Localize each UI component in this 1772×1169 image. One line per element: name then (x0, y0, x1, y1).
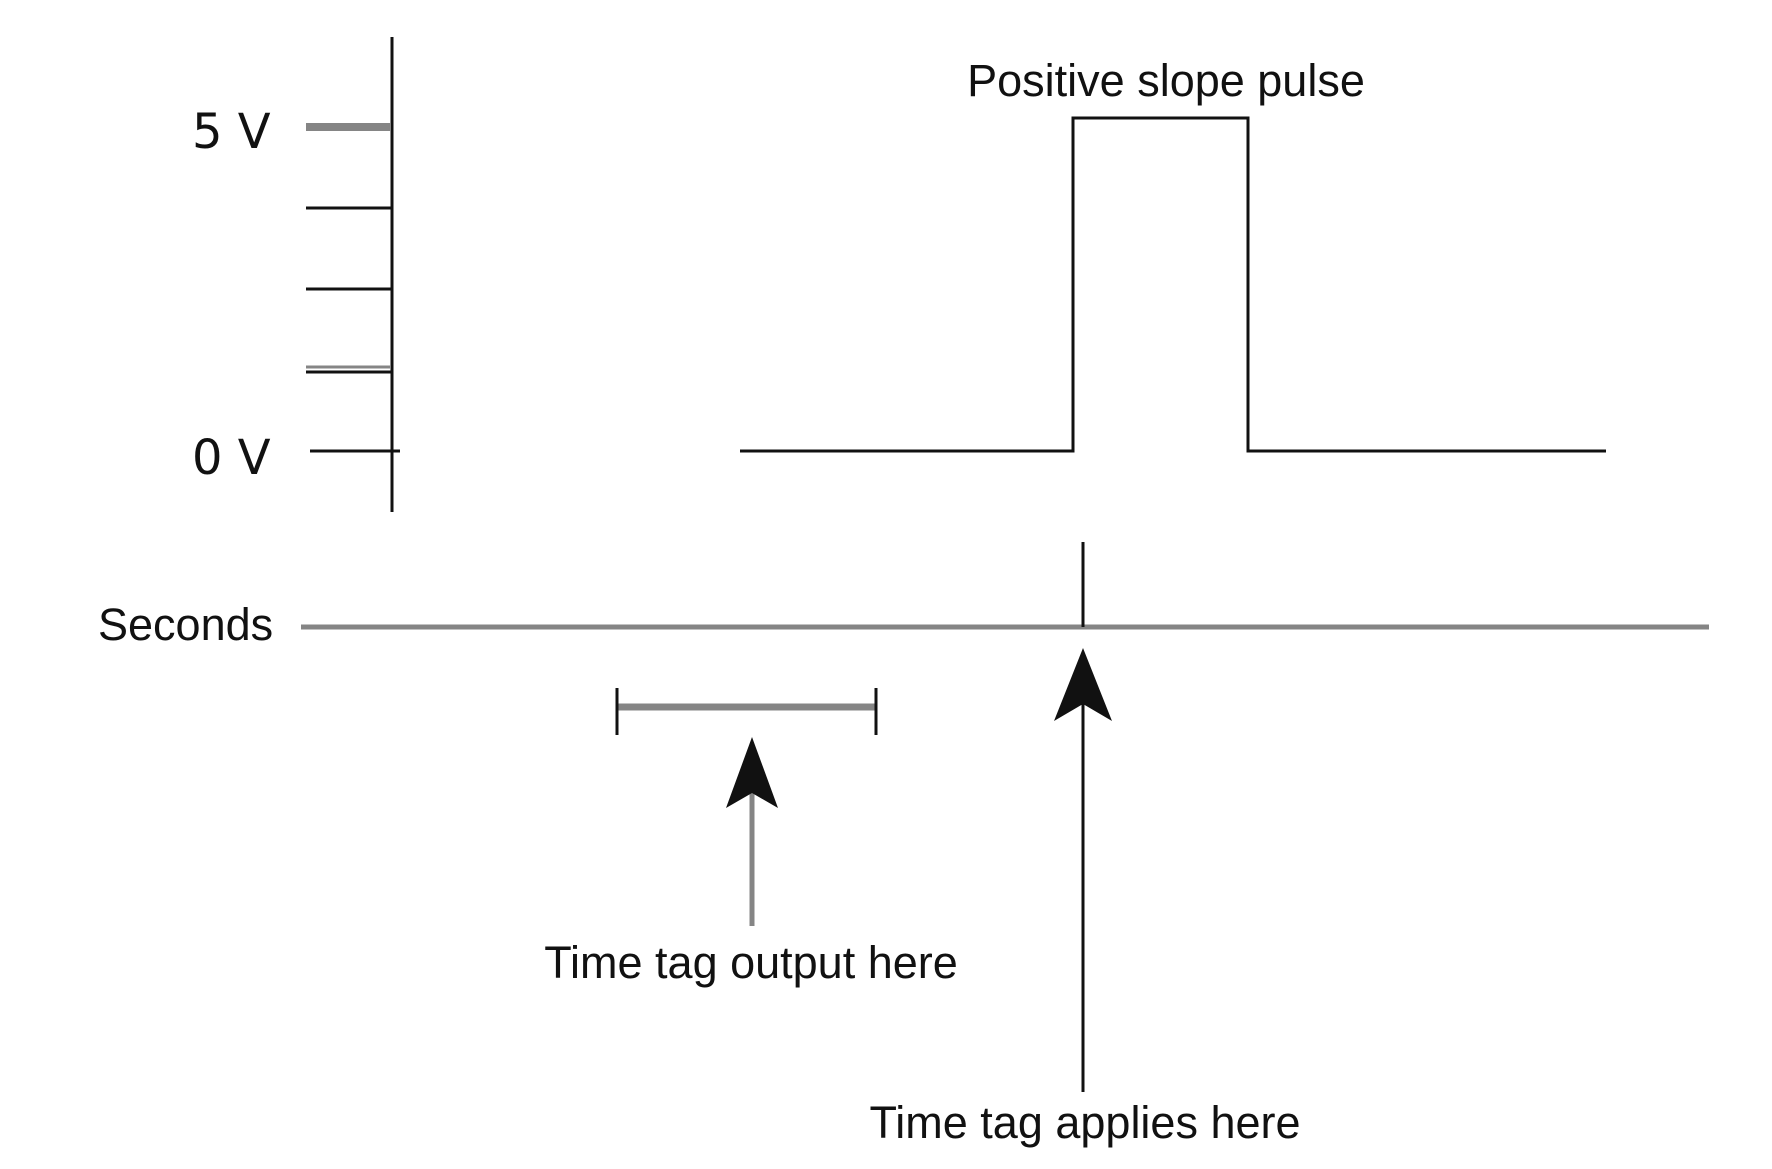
applies-arrow-head-icon (1054, 648, 1112, 721)
voltage-label-min: 0 V (192, 430, 271, 486)
output-arrow-head-icon (726, 737, 778, 808)
voltage-label-max: 5 V (192, 104, 271, 160)
output-annotation: Time tag output here (544, 688, 958, 988)
time-axis-label: Seconds (98, 599, 273, 650)
pulse-title: Positive slope pulse (967, 55, 1365, 106)
pulse-signal: Positive slope pulse (740, 55, 1606, 453)
applies-annotation: Time tag applies here (869, 648, 1301, 1148)
time-axis: Seconds (98, 542, 1709, 650)
output-label: Time tag output here (544, 937, 958, 988)
voltage-axis: 5 V 0 V (192, 37, 400, 512)
applies-label: Time tag applies here (869, 1097, 1300, 1148)
pulse-waveform (740, 116, 1606, 453)
